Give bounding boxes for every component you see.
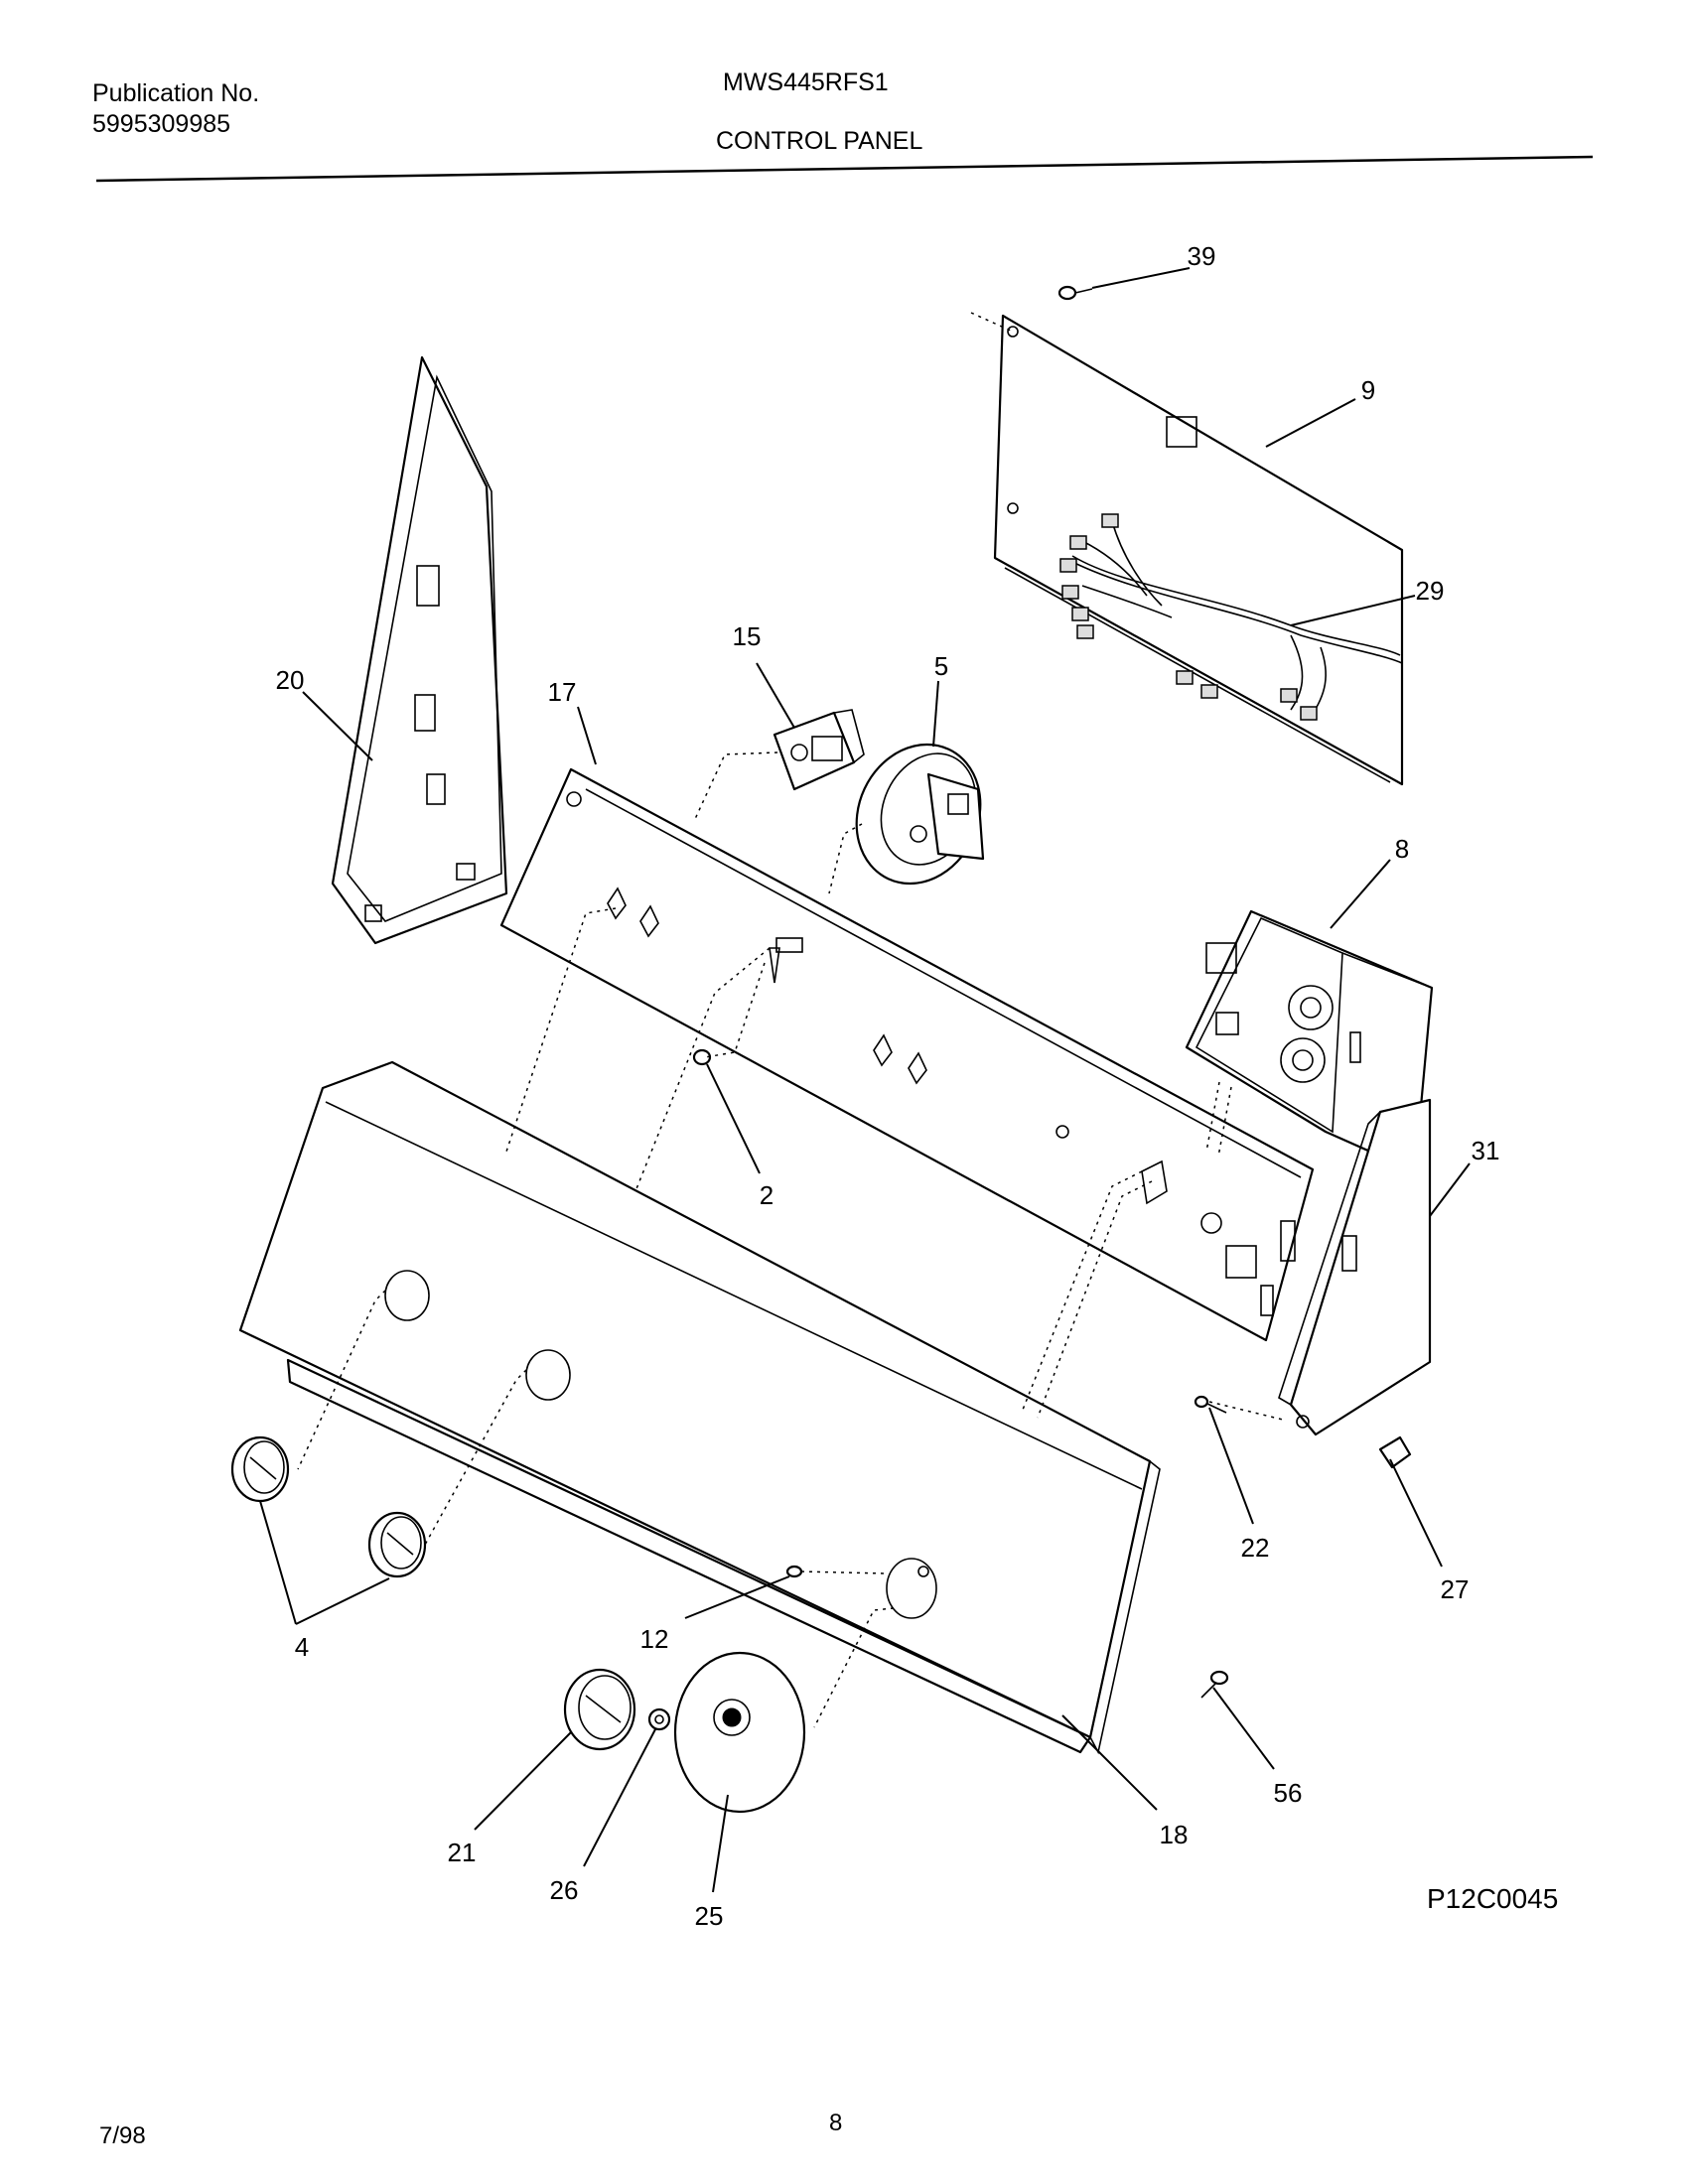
section-title: CONTROL PANEL <box>716 127 923 155</box>
publication-label: Publication No. <box>92 79 260 107</box>
callout-12: 12 <box>640 1624 669 1654</box>
callout-2: 2 <box>760 1180 774 1210</box>
callout-4: 4 <box>295 1632 309 1662</box>
part-4-knobs <box>230 1435 427 1578</box>
part-25-dial <box>673 1651 806 1814</box>
callout-22: 22 <box>1241 1533 1270 1563</box>
callout-17: 17 <box>548 677 577 707</box>
part-12-screw <box>785 1565 803 1578</box>
part-15-switch <box>773 709 865 791</box>
header-rule <box>95 155 1594 183</box>
part-29-wire-harness <box>1059 513 1403 721</box>
callout-25: 25 <box>695 1901 724 1931</box>
callout-39: 39 <box>1188 241 1216 271</box>
callout-21: 21 <box>448 1838 477 1867</box>
page-number: 8 <box>829 2110 843 2136</box>
callout-18: 18 <box>1160 1820 1189 1849</box>
part-8-control-board <box>1185 909 1434 1173</box>
publication-number: 5995309985 <box>92 110 231 138</box>
callout-26: 26 <box>550 1875 579 1905</box>
callout-9: 9 <box>1361 375 1375 405</box>
callout-20: 20 <box>276 665 305 695</box>
callout-29: 29 <box>1416 576 1445 606</box>
part-56-screw <box>1200 1670 1229 1699</box>
part-9-rear-shield <box>970 312 1404 786</box>
callout-31: 31 <box>1472 1136 1500 1165</box>
callout-8: 8 <box>1395 834 1409 864</box>
part-27-clip <box>1378 1435 1412 1469</box>
part-5-timer <box>855 743 985 886</box>
model-number: MWS445RFS1 <box>723 68 889 96</box>
leader-lines <box>259 267 1471 1893</box>
part-20-left-end-cap <box>331 355 508 945</box>
callout-27: 27 <box>1441 1574 1470 1604</box>
part-18-front-panel <box>238 1060 1161 1755</box>
part-22-screw <box>1194 1395 1227 1414</box>
callout-numbers: 39 9 29 20 17 15 5 8 2 31 4 12 22 27 21 … <box>276 241 1500 1931</box>
part-17-control-console <box>499 767 1315 1342</box>
part-21-knob <box>563 1668 636 1751</box>
part-31-right-end-cap <box>1278 1098 1432 1436</box>
callout-56: 56 <box>1274 1778 1303 1808</box>
part-2-screw <box>692 1048 712 1066</box>
part-26-washer <box>647 1707 671 1731</box>
callout-15: 15 <box>733 621 762 651</box>
drawing-code: P12C0045 <box>1427 1883 1559 1914</box>
footer-date: 7/98 <box>99 2122 146 2149</box>
part-39-screw <box>1057 285 1093 301</box>
callout-5: 5 <box>934 651 948 681</box>
assembly-lines <box>297 751 1284 1728</box>
